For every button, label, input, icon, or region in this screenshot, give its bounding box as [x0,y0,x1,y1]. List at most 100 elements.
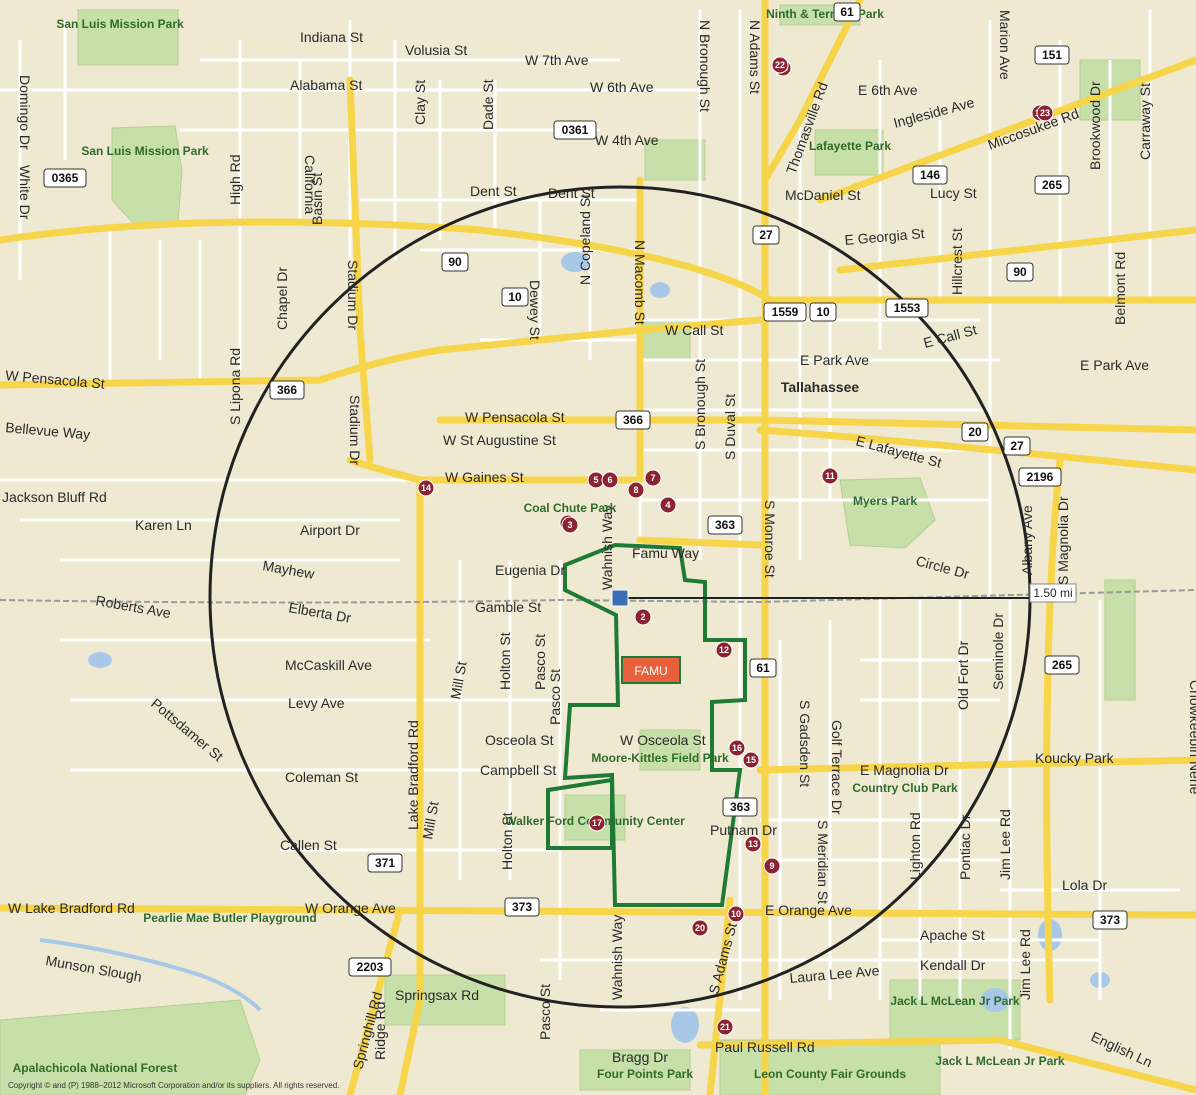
street-label-airport: Airport Dr [300,522,360,538]
city-label: Tallahassee [781,379,860,395]
road-lake-bradford [396,476,424,1095]
road-english [996,1036,1196,1094]
svg-text:10: 10 [816,305,830,319]
svg-text:363: 363 [730,800,750,814]
famu-box[interactable] [621,656,681,684]
location-pin-p12[interactable]: 12 [715,641,733,659]
svg-text:90: 90 [1013,265,1027,279]
svg-text:371: 371 [375,856,395,870]
route-shield-s1553: 1553 [885,298,929,318]
street-label-wcall: W Call St [665,322,723,338]
location-pin-p21[interactable]: 21 [716,1018,734,1036]
street-label-california: California [302,155,318,214]
location-pin-p7[interactable]: 7 [644,469,662,487]
svg-text:373: 373 [1100,913,1120,927]
svg-text:0365: 0365 [52,171,79,185]
svg-text:61: 61 [840,5,854,19]
street-label-egeorgia: E Georgia St [844,225,925,248]
railroad [0,589,1196,604]
street-label-brookwood: Brookwood Dr [1087,81,1103,170]
location-pin-p4[interactable]: 4 [659,496,677,514]
svg-text:14: 14 [421,483,431,493]
street-label-karen: Karen Ln [135,517,192,533]
street-label-nadams: N Adams St [747,20,763,94]
location-pin-p6[interactable]: 6 [601,471,619,489]
street-label-gadsden: S Gadsden St [797,700,813,787]
street-label-sbronough: S Bronough St [692,359,708,450]
location-pin-p22[interactable]: 22 [771,56,789,74]
water-6 [671,1007,699,1043]
street-label-eorange: E Orange Ave [765,902,852,918]
svg-text:265: 265 [1052,658,1072,672]
campus-boundary[interactable] [546,542,747,907]
svg-text:20: 20 [695,923,705,933]
street-label-holton: Holton St [497,632,513,690]
location-pin-p20[interactable]: 20 [691,919,709,937]
street-label-gaines: W Gaines St [445,469,524,485]
svg-text:373: 373 [512,900,532,914]
street-label-kendall: Kendall Dr [920,957,986,973]
street-label-hillcrest: Hillcrest St [949,228,965,295]
svg-text:5: 5 [593,475,598,485]
route-shield-s366a: 366 [269,380,305,400]
location-pin-p10[interactable]: 10 [727,905,745,923]
street-label-high: High Rd [227,154,243,205]
location-pin-p23[interactable]: 23 [1036,104,1054,122]
park-area-north [644,139,706,181]
water-4 [981,988,1009,1012]
street-label-gamble: Gamble St [475,599,541,615]
svg-text:17: 17 [592,818,602,828]
park-area-sanluis-mission [111,125,183,226]
street-label-wlakebradford: W Lake Bradford Rd [8,900,135,916]
location-pin-p2[interactable]: 2 [634,608,652,626]
location-pin-p15[interactable]: 15 [742,751,760,769]
location-pin-p9[interactable]: 9 [763,857,781,875]
park-label-ninth: Ninth & Terrace Park [766,7,884,21]
svg-text:21: 21 [720,1022,730,1032]
center-marker[interactable] [611,589,629,607]
road-lafayette [756,426,1196,474]
route-shield-s373b: 373 [1092,910,1128,930]
location-pin-p8[interactable]: 8 [627,481,645,499]
street-label-e6th: E 6th Ave [858,82,918,98]
munson-slough [39,938,262,1012]
road-famuway [636,536,764,549]
location-pin-p17[interactable]: 17 [588,814,606,832]
street-label-albany: Albany Ave [1019,505,1035,575]
street-label-w6th: W 6th Ave [590,79,654,95]
famu-label: FAMU [634,664,667,678]
svg-text:22: 22 [775,60,785,70]
road-stadium [346,76,374,464]
road-smagnolia [1043,456,1064,1004]
svg-text:2196: 2196 [1027,470,1054,484]
street-label-wakenway: Wahnish Way [599,505,615,590]
svg-text:2203: 2203 [357,960,384,974]
svg-text:8: 8 [633,485,638,495]
svg-text:2: 2 [640,612,645,622]
route-shield-s363a: 363 [707,515,743,535]
road-pensacola [436,416,1196,434]
location-pin-p14[interactable]: 14 [417,479,435,497]
street-label-lakebradfordrd: Lake Bradford Rd [405,720,421,830]
street-label-chowkeebin: Chowkeebin Nene [1187,680,1196,795]
street-label-jimlee2: Jim Lee Rd [1017,929,1033,1000]
road-ecall-tharpe [0,316,764,389]
route-shield-s373a: 373 [504,897,540,917]
svg-text:4: 4 [665,500,670,510]
park-label-jackmclean2: Jack L McLean Jr Park [935,1054,1065,1068]
street-label-coleman: Coleman St [285,769,358,785]
location-pin-p3[interactable]: 3 [561,516,579,534]
street-label-kouckypark: Koucky Park [1035,750,1115,766]
park-label-countryclub: Country Club Park [852,781,958,795]
svg-text:146: 146 [920,168,940,182]
street-label-clay: Clay St [412,80,428,125]
location-pin-p13[interactable]: 13 [744,835,762,853]
location-pin-p16[interactable]: 16 [728,739,746,757]
svg-text:90: 90 [448,255,462,269]
street-label-oldfort: Old Fort Dr [955,640,971,710]
street-label-nbronough: N Bronough St [697,20,713,112]
park-area-myers [839,477,936,549]
location-pin-p11[interactable]: 11 [821,467,839,485]
